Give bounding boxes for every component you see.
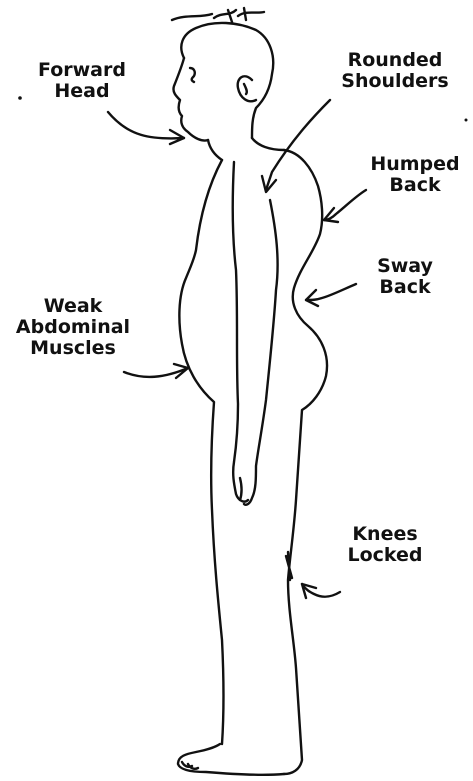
label-sway-back-line2: Back [360, 277, 450, 298]
label-knees-locked-line2: Locked [340, 545, 430, 566]
forward-head-arrow [108, 112, 184, 138]
label-knees-locked-line1: Knees [340, 524, 430, 545]
label-sway-back-line1: Sway [360, 256, 450, 277]
label-humped-back-line2: Back [360, 175, 470, 196]
label-rounded-shoulders: Rounded Shoulders [332, 50, 458, 92]
label-rounded-shoulders-line1: Rounded [332, 50, 458, 71]
label-weak-abdominal-muscles: Weak Abdominal Muscles [8, 296, 138, 359]
label-weak-abdominal-line2: Abdominal [8, 317, 138, 338]
label-humped-back: Humped Back [360, 154, 470, 196]
neck-front [208, 140, 222, 160]
label-forward-head: Forward Head [26, 60, 138, 102]
arm-back [244, 200, 278, 505]
label-sway-back: Sway Back [360, 256, 450, 298]
back-outline [284, 150, 327, 774]
rounded-shoulders-arrow [266, 100, 330, 190]
label-humped-back-line1: Humped [360, 154, 470, 175]
arm-front [233, 162, 248, 502]
hair-strokes [172, 8, 264, 22]
toes [182, 762, 198, 769]
label-forward-head-line1: Forward [26, 60, 138, 81]
head-outline [181, 23, 273, 138]
label-rounded-shoulders-line2: Shoulders [332, 71, 458, 92]
neck-back [252, 138, 284, 150]
label-forward-head-line2: Head [26, 81, 138, 102]
label-weak-abdominal-line3: Muscles [8, 338, 138, 359]
eye-mark [190, 68, 195, 82]
foot-outline [178, 744, 284, 775]
label-knees-locked: Knees Locked [340, 524, 430, 566]
label-weak-abdominal-line1: Weak [8, 296, 138, 317]
front-outline [179, 160, 223, 744]
face-profile [173, 58, 208, 141]
